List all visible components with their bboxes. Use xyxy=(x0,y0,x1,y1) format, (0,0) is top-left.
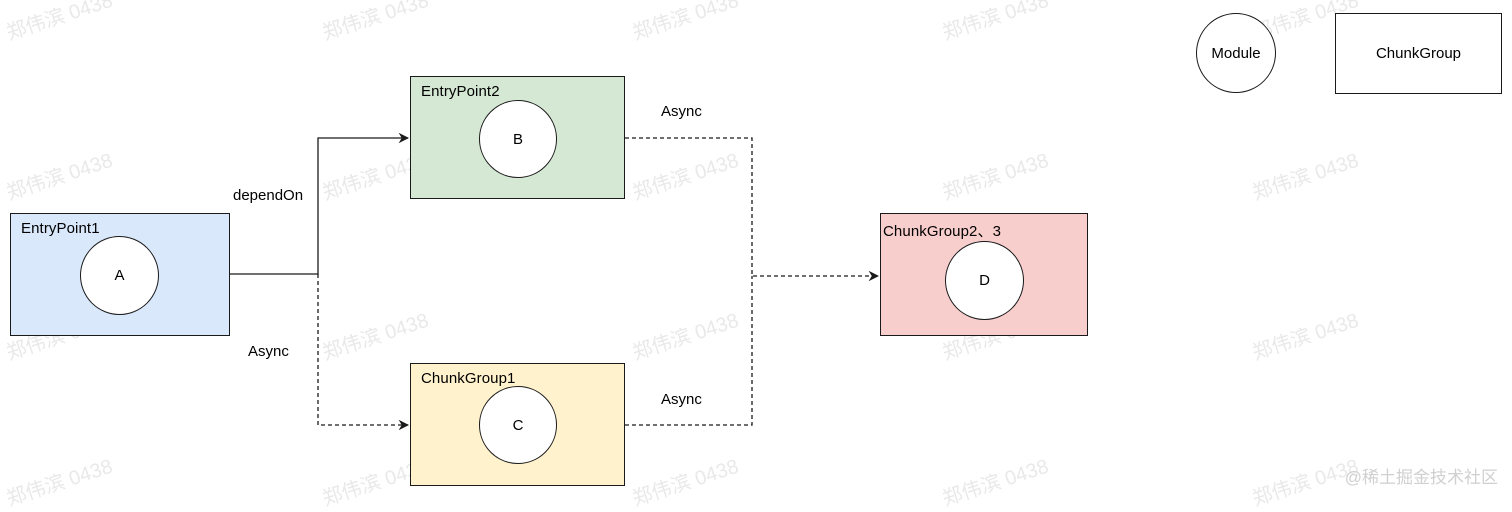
legend-module-symbol: Module xyxy=(1196,13,1276,93)
edge-label-async-a-c: Async xyxy=(248,343,289,360)
edge-async-b-d xyxy=(625,137,880,282)
module-label: B xyxy=(512,130,523,148)
edge-label-depend-on: dependOn xyxy=(233,187,304,204)
group-label: ChunkGroup2、3 xyxy=(883,223,1002,240)
group-label: EntryPoint2 xyxy=(421,83,500,100)
edge-depend-on xyxy=(230,132,410,275)
module-node-c[interactable]: C xyxy=(479,386,557,464)
group-entry-point-1[interactable]: EntryPoint1 A xyxy=(10,213,230,336)
module-node-a[interactable]: A xyxy=(80,236,159,315)
module-node-d[interactable]: D xyxy=(945,241,1024,320)
group-chunk-group-1[interactable]: ChunkGroup1 C xyxy=(410,363,625,486)
footer-credit: @稀土掘金技术社区 xyxy=(1344,468,1498,487)
group-label: ChunkGroup1 xyxy=(421,370,516,387)
legend-chunkgroup-label: ChunkGroup xyxy=(1375,45,1462,62)
edge-label-async-b-d: Async xyxy=(661,103,702,120)
module-node-b[interactable]: B xyxy=(479,100,557,178)
legend-chunkgroup-symbol: ChunkGroup xyxy=(1335,13,1502,94)
module-label: A xyxy=(114,267,125,284)
edge-label-async-c-d: Async xyxy=(661,391,702,408)
module-label: D xyxy=(979,272,990,289)
edge-async-c-d xyxy=(625,276,753,426)
module-label: C xyxy=(512,416,524,434)
connector-layer xyxy=(230,132,880,431)
group-label: EntryPoint1 xyxy=(21,220,100,237)
legend-module-label: Module xyxy=(1211,44,1261,62)
group-chunk-group-2-3[interactable]: ChunkGroup2、3 D xyxy=(880,213,1088,336)
group-entry-point-2[interactable]: EntryPoint2 B xyxy=(410,76,625,199)
edge-async-a-c xyxy=(317,274,410,431)
